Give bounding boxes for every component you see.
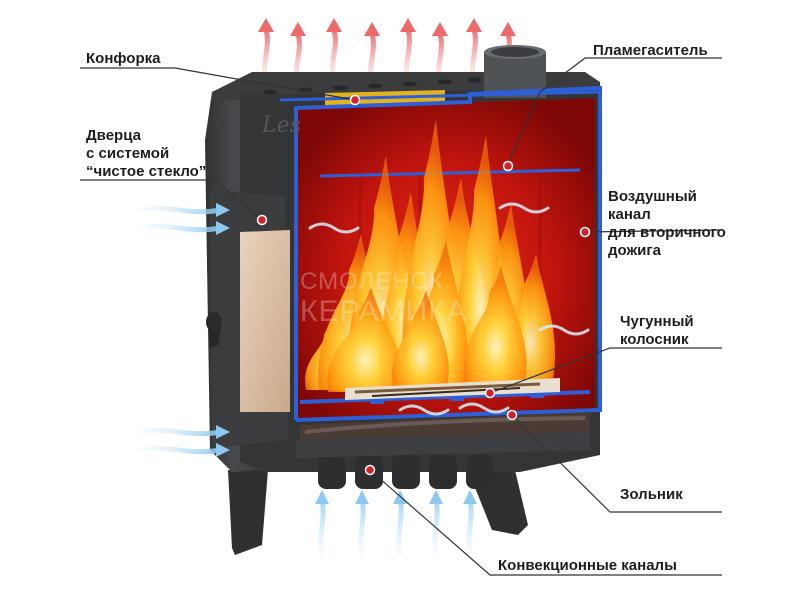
door-glass (240, 230, 290, 412)
leader-lines (80, 57, 723, 576)
leader-konforka (80, 67, 356, 101)
marker-dot-icon (349, 94, 361, 106)
left-leg (228, 470, 268, 555)
hot-air-arrow-icon (466, 18, 482, 83)
label-dvertsa-line-3: “чистое стекло” (86, 163, 207, 180)
burner-holes (263, 77, 482, 95)
marker-dot-icon (506, 409, 518, 421)
watermark-line-2: КЕРАМИКА (300, 295, 468, 328)
label-vozdushny-line-4: дожига (608, 242, 661, 259)
label-kolosnik-line-2: колосник (620, 331, 689, 348)
label-konvektsionnye: Конвекционные каналы (498, 557, 677, 574)
label-plamegasitel: Пламегаситель (593, 42, 708, 59)
leader-konvektsionnye (369, 469, 722, 576)
flames (305, 120, 560, 400)
label-zolnik: Зольник (620, 486, 683, 503)
brand-mark: Les (261, 113, 301, 138)
door-hinge (206, 312, 222, 332)
cold-air-arrow-icon (498, 202, 550, 214)
cold-air-arrow-icon (538, 324, 590, 336)
label-kolosnik: Чугунный колосник (620, 313, 694, 349)
cold-air-arrow-icon (429, 490, 443, 558)
cold-air-arrow-icon (315, 490, 329, 558)
marker-dot-icon (502, 160, 514, 172)
marker-dot-icon (484, 387, 496, 399)
marker-dot-icon (364, 464, 376, 476)
cold-air-arrows (137, 202, 590, 558)
cold-air-arrow-icon (137, 425, 230, 439)
convection-channels (318, 455, 494, 489)
label-dvertsa-line-2: с системой (86, 145, 170, 162)
marker-dots (256, 94, 591, 476)
label-vozdushny-line-2: канал (608, 206, 651, 223)
cold-air-arrow-icon (398, 404, 450, 416)
label-konforka: Конфорка (86, 50, 161, 67)
label-dvertsa: Дверца с системой “чистое стекло” (86, 127, 206, 181)
label-vozdushny-line-1: Воздушный (608, 188, 697, 205)
cold-air-arrow-icon (308, 222, 360, 234)
cold-air-arrow-icon (463, 490, 477, 558)
marker-dot-icon (256, 214, 268, 226)
leader-plamegasitel (507, 57, 722, 165)
leader-kolosnik (489, 347, 722, 394)
flame-diffuser (319, 168, 581, 178)
hot-air-arrow-icon (326, 18, 342, 83)
label-vozdushny-line-3: для вторичного (608, 224, 726, 241)
flame-icon (464, 266, 527, 382)
label-kolosnik-line-1: Чугунный (620, 313, 694, 330)
flame-icon (392, 290, 449, 386)
cold-air-arrow-icon (137, 221, 230, 235)
leader-vozdushny (584, 229, 723, 233)
leader-zolnik (511, 414, 722, 513)
label-dvertsa-line-1: Дверца (86, 127, 141, 144)
leader-dvertsa (80, 179, 263, 221)
cold-air-arrow-icon (355, 490, 369, 558)
label-vozdushny: Воздушный канал для вторичного дожига (608, 188, 726, 260)
marker-dot-icon (579, 226, 591, 238)
cold-air-arrow-icon (137, 443, 230, 457)
cold-air-arrow-icon (458, 402, 510, 414)
flame-icon (327, 286, 404, 392)
hot-air-arrow-icon (258, 18, 274, 83)
hot-air-arrow-icon (400, 18, 416, 83)
watermark-line-1: СМОЛЕНСК (300, 268, 444, 295)
cold-air-arrow-icon (137, 203, 230, 217)
